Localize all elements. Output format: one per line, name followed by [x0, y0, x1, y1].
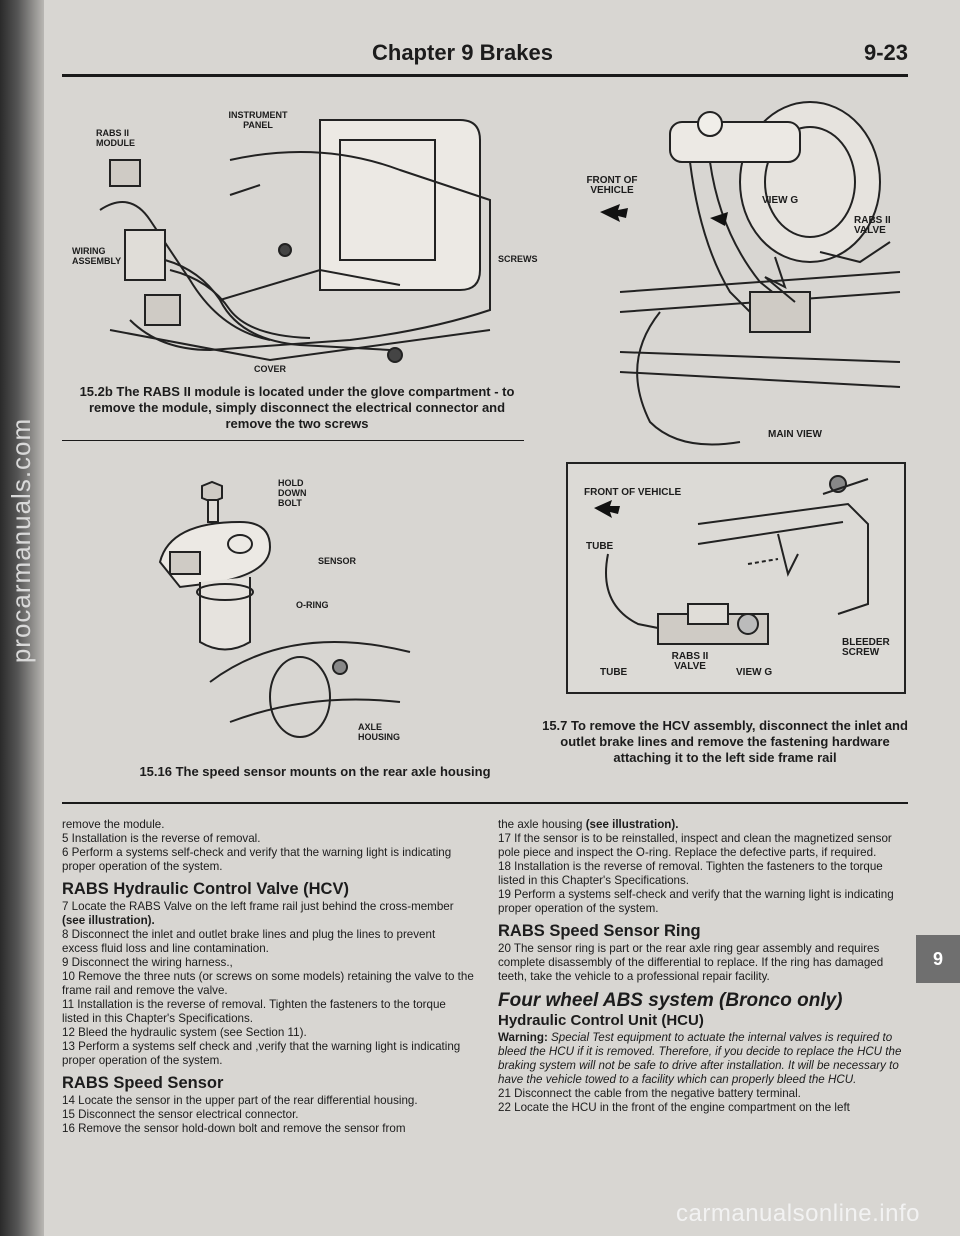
- para-19: 19 Perform a systems self-check and veri…: [498, 888, 894, 915]
- para-8: 8 Disconnect the inlet and outlet brake …: [62, 928, 436, 955]
- heading-rabs-speed-sensor: RABS Speed Sensor: [62, 1074, 224, 1092]
- para-13: 13 Perform a systems self check and ,ver…: [62, 1040, 461, 1067]
- warning-text: Special Test equipment to actuate the in…: [498, 1031, 902, 1086]
- side-watermark: procarmanuals.com: [2, 320, 42, 760]
- label-hold-down-bolt: HOLD DOWN BOLT: [278, 478, 307, 508]
- divider-figures-text: [62, 802, 908, 804]
- label-rabs-valve-15-7: RABS II VALVE: [671, 651, 709, 672]
- heading-four-wheel-abs: Four wheel ABS system (Bronco only): [498, 990, 843, 1011]
- heading-rabs-speed-sensor-ring: RABS Speed Sensor Ring: [498, 922, 701, 940]
- caption-15-16: 15.16 The speed sensor mounts on the rea…: [139, 764, 491, 779]
- para-9: 9 Disconnect the wiring harness.,: [62, 956, 233, 969]
- label-rabs-module: RABS II MODULE: [96, 128, 135, 148]
- para-18: 18 Installation is the reverse of remova…: [498, 860, 883, 887]
- label-screws: SCREWS: [498, 254, 538, 264]
- figure-15-7-frame: [566, 462, 906, 694]
- figure-main-view-illustration: [600, 101, 901, 446]
- para-7: 7 Locate the RABS Valve on the left fram…: [62, 900, 474, 928]
- bottom-watermark: carmanualsonline.info: [676, 1200, 920, 1227]
- label-view-g-15-7: VIEW G: [736, 667, 773, 678]
- label-front-of-vehicle-15-7: FRONT OF VEHICLE: [584, 487, 682, 498]
- label-tube-top: TUBE: [586, 541, 614, 552]
- para-16: 16 Remove the sensor hold-down bolt and …: [62, 1122, 406, 1135]
- figure-15-16-illustration: [158, 480, 411, 738]
- para-continued-right-text: the axle housing: [498, 818, 583, 831]
- figure-15-7-illustration: [594, 475, 869, 645]
- label-axle-housing: AXLE HOUSING: [358, 722, 401, 742]
- figure-15-2b-illustration: [99, 119, 491, 363]
- text-column-right: the axle housing (see illustration). 17 …: [498, 818, 910, 1115]
- label-sensor: SENSOR: [318, 556, 357, 566]
- side-watermark-text: procarmanuals.com: [6, 417, 37, 663]
- warning-label: Warning:: [498, 1031, 548, 1044]
- label-front-of-vehicle-main: FRONT OF VEHICLE: [586, 175, 638, 196]
- chapter-tab: 9: [916, 935, 960, 983]
- para-7-text: 7 Locate the RABS Valve on the left fram…: [62, 900, 454, 913]
- para-20: 20 The sensor ring is part or the rear a…: [498, 942, 884, 983]
- label-o-ring: O-RING: [296, 600, 329, 610]
- label-view-g-main: VIEW G: [762, 195, 799, 206]
- para-10: 10 Remove the three nuts (or screws on s…: [62, 970, 474, 997]
- caption-15-7: 15.7 To remove the HCV assembly, disconn…: [542, 718, 908, 765]
- label-wiring-assembly: WIRING ASSEMBLY: [72, 246, 122, 266]
- page-header: Chapter 9 Brakes 9-23: [62, 36, 908, 77]
- divider-fig-15-2b: [62, 440, 524, 441]
- para-14: 14 Locate the sensor in the upper part o…: [62, 1094, 418, 1107]
- heading-rabs-hcv: RABS Hydraulic Control Valve (HCV): [62, 880, 349, 898]
- para-continued: remove the module.: [62, 818, 165, 831]
- heading-hcu: Hydraulic Control Unit (HCU): [498, 1012, 704, 1029]
- para-17: 17 If the sensor is to be reinstalled, i…: [498, 832, 892, 859]
- chapter-title: Chapter 9 Brakes: [372, 40, 553, 65]
- text-column-left: remove the module. 5 Installation is the…: [62, 818, 474, 1136]
- para-12: 12 Bleed the hydraulic system (see Secti…: [62, 1026, 307, 1039]
- label-main-view: MAIN VIEW: [768, 429, 822, 440]
- label-cover: COVER: [254, 364, 287, 374]
- para-continued-illustration-ref: (see illustration).: [585, 818, 679, 831]
- para-21: 21 Disconnect the cable from the negativ…: [498, 1087, 801, 1100]
- para-11: 11 Installation is the reverse of remova…: [62, 998, 446, 1025]
- para-7-illustration-ref: (see illustration).: [62, 914, 155, 927]
- chapter-tab-number: 9: [932, 948, 943, 969]
- page-binding-shadow: [0, 0, 44, 1236]
- label-instrument-panel: INSTRUMENT PANEL: [228, 110, 288, 130]
- label-bleeder-screw: BLEEDER SCREW: [842, 637, 890, 658]
- page-number: 9-23: [863, 40, 908, 65]
- label-tube-bottom: TUBE: [600, 667, 628, 678]
- caption-15-2b: 15.2b The RABS II module is located unde…: [79, 384, 515, 431]
- para-22: 22 Locate the HCU in the front of the en…: [498, 1101, 850, 1114]
- para-15: 15 Disconnect the sensor electrical conn…: [62, 1108, 299, 1121]
- para-continued-right: the axle housing (see illustration).: [498, 818, 910, 832]
- para-5: 5 Installation is the reverse of removal…: [62, 832, 261, 845]
- label-rabs-valve-main: RABS II VALVE: [854, 215, 891, 236]
- para-6: 6 Perform a systems self-check and verif…: [62, 846, 452, 873]
- warning-paragraph: Warning: Special Test equipment to actua…: [498, 1031, 910, 1087]
